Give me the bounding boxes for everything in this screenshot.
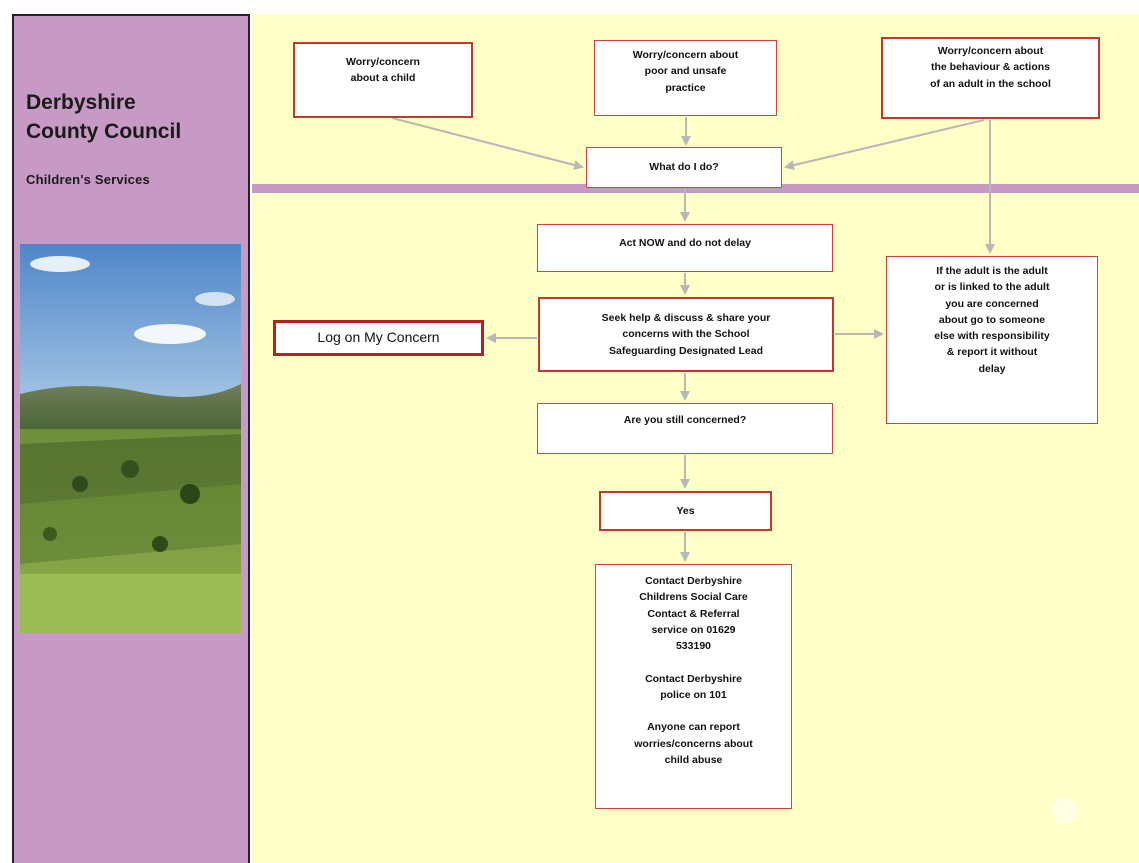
landscape-photo	[20, 244, 241, 633]
box-act-now: Act NOW and do not delay	[537, 224, 833, 272]
arrow-child-to-what	[391, 117, 584, 170]
box-concern-child: Worry/concern about a child	[293, 42, 473, 118]
department-label: Children's Services	[26, 172, 150, 187]
box-concern-practice: Worry/concern about poor and unsafe prac…	[594, 40, 777, 116]
header-divider	[252, 184, 1139, 193]
box-adult-linked: If the adult is the adult or is linked t…	[886, 256, 1098, 424]
corner-watermark	[1052, 798, 1078, 824]
box-seek-help: Seek help & discuss & share your concern…	[538, 297, 834, 372]
box-concern-adult: Worry/concern about the behaviour & acti…	[881, 37, 1100, 119]
box-what-do-i-do: What do I do?	[586, 147, 782, 188]
org-name-line1: Derbyshire	[26, 91, 136, 114]
arrow-adult-to-what	[784, 119, 985, 171]
box-yes: Yes	[599, 491, 772, 531]
box-log-on-my-concern: Log on My Concern	[273, 320, 484, 356]
box-still-concerned: Are you still concerned?	[537, 403, 833, 454]
org-name-line2: County Council	[26, 120, 182, 143]
box-contact-services: Contact Derbyshire Childrens Social Care…	[595, 564, 792, 809]
